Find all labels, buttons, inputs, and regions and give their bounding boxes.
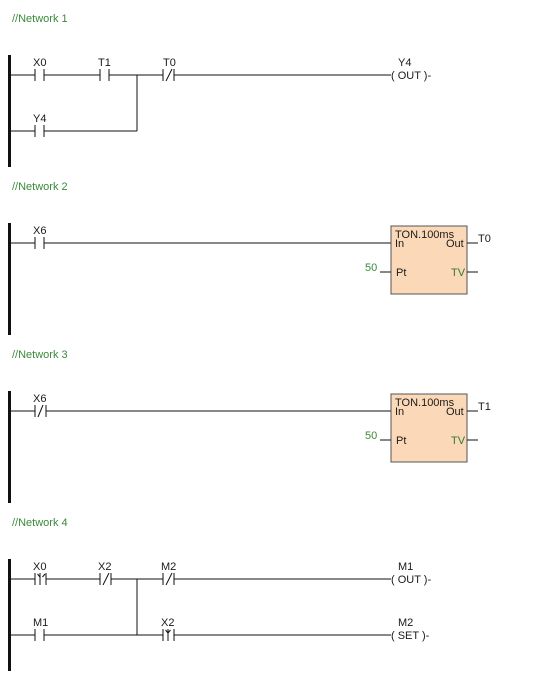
svg-text:TON.100ms: TON.100ms [395,397,455,409]
svg-text:Y4: Y4 [398,57,411,69]
svg-text:M2: M2 [398,617,413,629]
svg-text:X0: X0 [33,561,46,573]
svg-text:TV: TV [451,267,466,279]
coil-out[interactable]: Y4 ( OUT )- [391,57,431,82]
contact-no[interactable]: M1 [33,617,48,641]
network-4: //Network 4 X0 X2 M2 M1 ( O [8,517,431,671]
coil-set[interactable]: M2 ( SET )- [391,617,430,642]
svg-text:X0: X0 [33,57,46,69]
svg-text:X6: X6 [33,393,46,405]
svg-text:T0: T0 [163,57,176,69]
contact-no[interactable]: X0 [33,57,46,81]
svg-text:Pt: Pt [396,267,406,279]
svg-text:M1: M1 [33,617,48,629]
contact-nc[interactable]: T0 [162,57,176,82]
svg-text:M1: M1 [398,561,413,573]
timer-ton-block[interactable]: TON.100ms In Out Pt TV [390,393,468,463]
network-comment: //Network 2 [12,181,68,193]
contact-no[interactable]: X6 [33,225,46,249]
network-2: //Network 2 X6 TON.100ms In Out Pt TV T0… [8,181,491,335]
contact-no[interactable]: T1 [98,57,111,81]
contact-rising-edge[interactable]: X0 [33,561,47,585]
svg-text:T1: T1 [98,57,111,69]
contact-nc[interactable]: M2 [161,561,176,586]
svg-text:M2: M2 [161,561,176,573]
preset-value: 50 [365,262,377,274]
svg-text:( OUT )-: ( OUT )- [391,70,431,82]
svg-text:In: In [395,406,404,418]
network-1: //Network 1 X0 T1 T0 Y4 ( OUT )- [8,13,431,167]
network-comment: //Network 3 [12,349,68,361]
svg-text:X2: X2 [98,561,111,573]
contact-nc[interactable]: X2 [98,561,112,586]
svg-text:Pt: Pt [396,435,406,447]
svg-text:( OUT )-: ( OUT )- [391,574,431,586]
coil-out[interactable]: M1 ( OUT )- [391,561,431,586]
svg-text:In: In [395,238,404,250]
svg-text:Out: Out [446,406,464,418]
contact-rising-edge[interactable]: X2 [161,617,175,641]
contact-no[interactable]: Y4 [33,113,46,137]
network-comment: //Network 4 [12,517,68,529]
timer-output-label: T1 [478,401,491,413]
svg-text:TV: TV [451,435,466,447]
timer-output-label: T0 [478,233,491,245]
svg-text:( SET )-: ( SET )- [391,630,430,642]
network-3: //Network 3 X6 TON.100ms In Out Pt TV T1… [8,349,491,503]
timer-ton-block[interactable]: TON.100ms In Out Pt TV [390,225,468,295]
contact-nc[interactable]: X6 [33,393,47,418]
preset-value: 50 [365,430,377,442]
svg-text:TON.100ms: TON.100ms [395,229,455,241]
network-comment: //Network 1 [12,13,68,25]
svg-text:Out: Out [446,238,464,250]
svg-text:Y4: Y4 [33,113,46,125]
svg-text:X6: X6 [33,225,46,237]
svg-text:X2: X2 [161,617,174,629]
